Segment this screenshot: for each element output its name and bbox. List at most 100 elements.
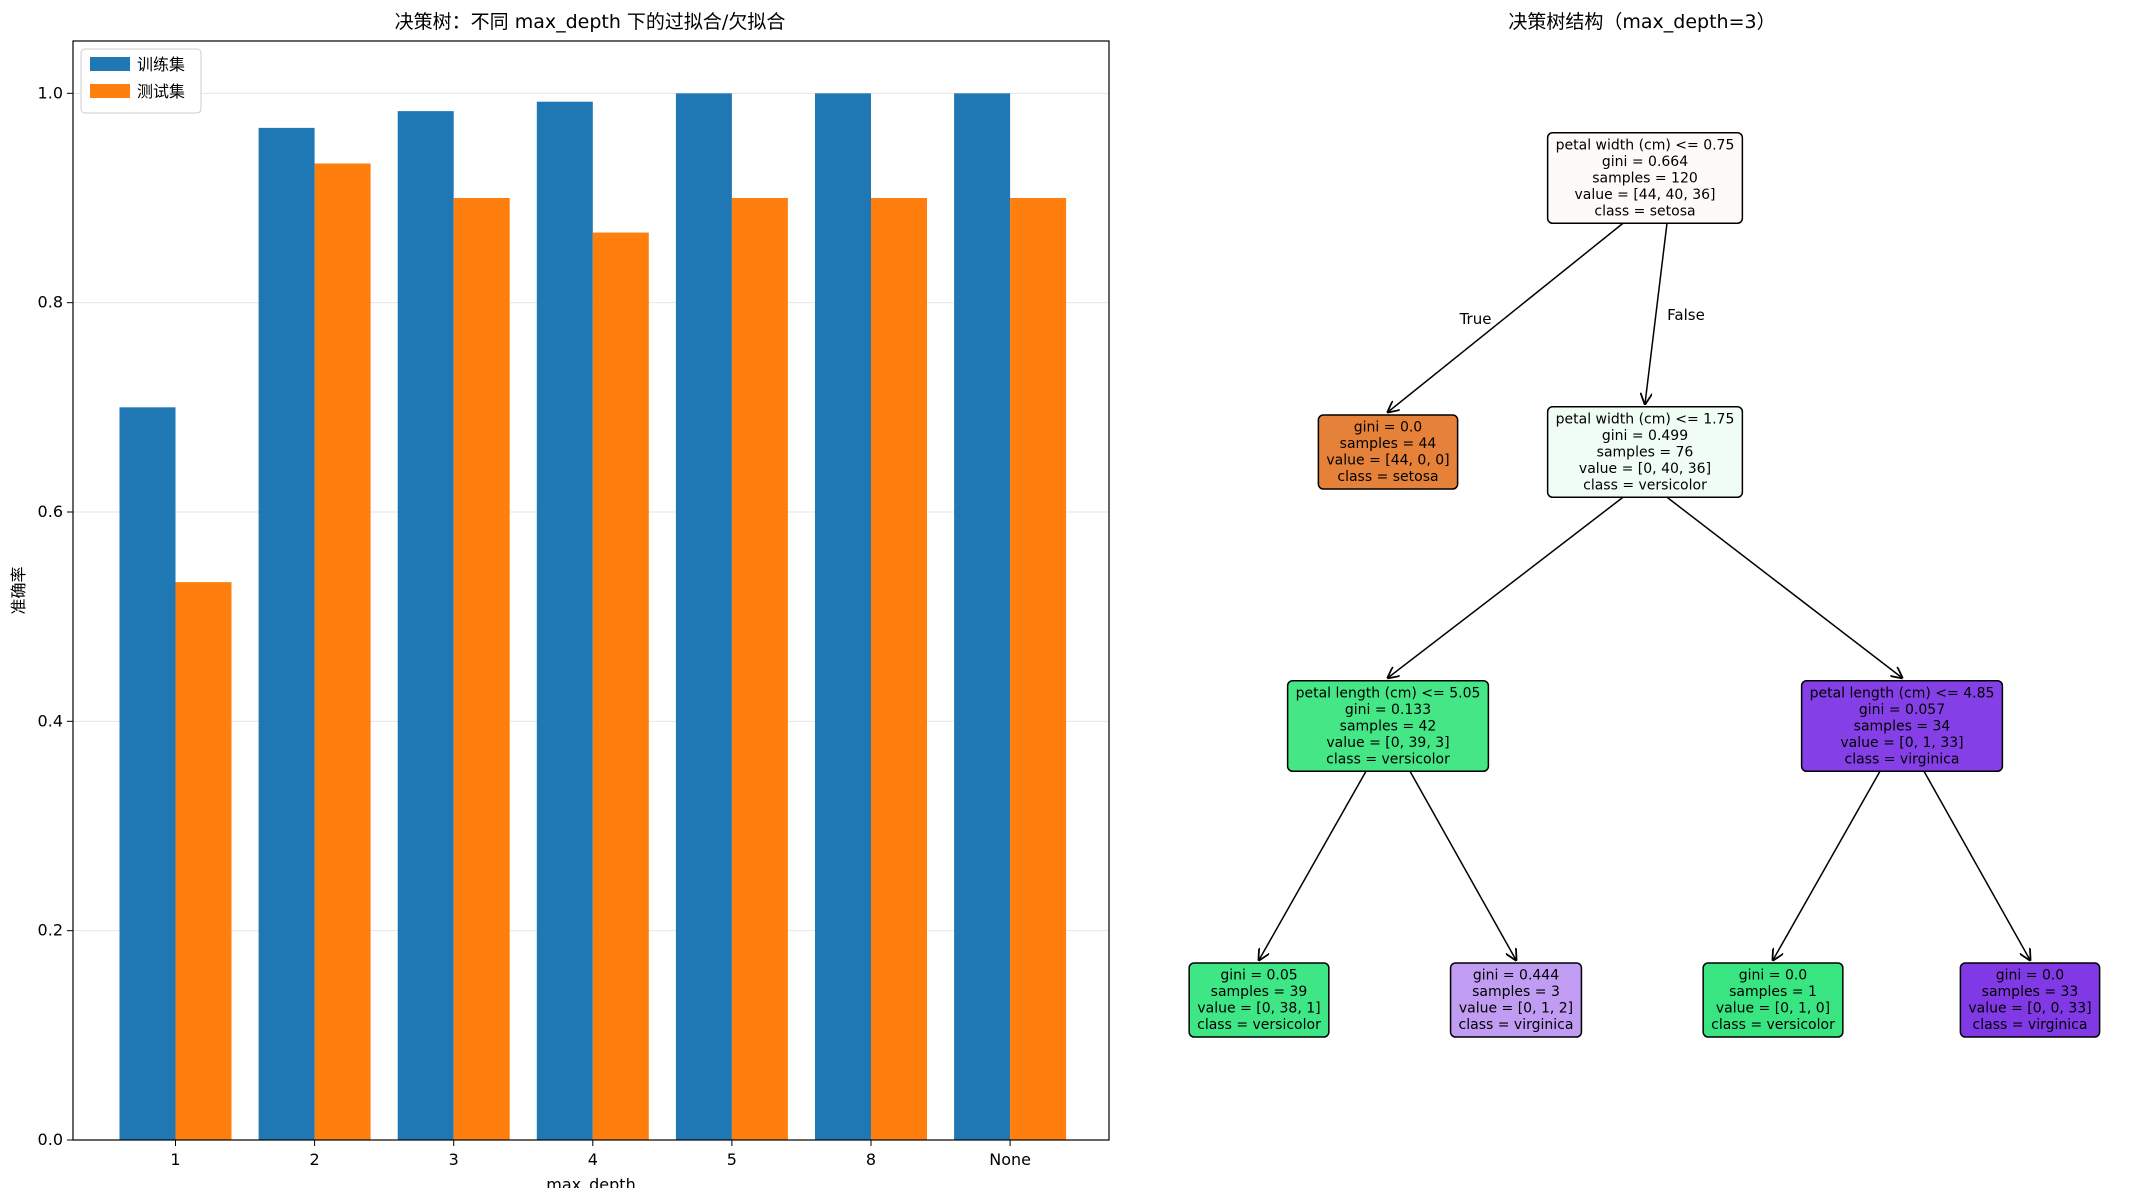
bar-chart-title: 决策树：不同 max_depth 下的过拟合/欠拟合 xyxy=(395,11,786,33)
tree-node-line: class = versicolor xyxy=(1326,751,1450,767)
tree-node-line: petal length (cm) <= 5.05 xyxy=(1296,685,1481,701)
x-tick-label: 4 xyxy=(588,1150,598,1169)
tree-node-line: value = [0, 40, 36] xyxy=(1579,461,1711,477)
y-tick-label: 1.0 xyxy=(38,83,63,102)
tree-node-line: gini = 0.0 xyxy=(1354,420,1422,436)
tree-node-line: class = versicolor xyxy=(1583,477,1707,493)
tree-node-line: value = [0, 1, 0] xyxy=(1716,1001,1830,1017)
edge-label-true: True xyxy=(1459,310,1492,328)
tree-node-line: gini = 0.0 xyxy=(1996,968,2064,984)
tree-edge xyxy=(1773,770,1881,960)
tree-edge xyxy=(1923,770,2030,960)
legend-swatch xyxy=(90,84,130,98)
tree-edge xyxy=(1666,496,1902,678)
tree-edge xyxy=(1645,223,1668,404)
tree-node-line: value = [0, 38, 1] xyxy=(1197,1001,1320,1017)
tree-node-line: samples = 120 xyxy=(1592,170,1698,186)
tree-node-box xyxy=(1546,406,1744,498)
tree-node-box xyxy=(1546,132,1744,224)
tree-node-box xyxy=(1959,962,2101,1038)
accuracy-bar-chart: 决策树：不同 max_depth 下的过拟合/欠拟合 0.0 0.2 0.4 0.6 0… xyxy=(9,11,1110,1188)
y-tick-label: 0.4 xyxy=(38,711,63,730)
tree-node-line: gini = 0.133 xyxy=(1345,702,1431,718)
tree-node-line: value = [44, 0, 0] xyxy=(1326,453,1449,469)
tree-node-line: value = [0, 39, 3] xyxy=(1326,735,1449,751)
y-tick-label: 0.6 xyxy=(38,502,63,521)
tree-node-line: class = versicolor xyxy=(1711,1017,1835,1033)
bar-train-4 xyxy=(536,101,593,1140)
tree-node-box xyxy=(1286,680,1490,772)
legend-label: 测试集 xyxy=(137,82,185,101)
y-tick-label: 0.8 xyxy=(38,293,63,312)
tree-node-line: value = [44, 40, 36] xyxy=(1574,187,1715,203)
x-tick-label: 3 xyxy=(449,1150,459,1169)
tree-node-line: class = setosa xyxy=(1337,469,1438,485)
x-axis-label: max_depth xyxy=(546,1175,635,1188)
tree-node-line: samples = 33 xyxy=(1982,984,2079,1000)
bar-train-5 xyxy=(675,93,732,1140)
tree-chart-title: 决策树结构（max_depth=3） xyxy=(1508,11,1775,33)
bar-test-4 xyxy=(592,232,649,1141)
tree-node-box xyxy=(1188,962,1330,1038)
bar-test-8 xyxy=(871,198,927,1140)
tree-node-line: value = [0, 0, 33] xyxy=(1968,1001,2091,1017)
tree-node-line: petal width (cm) <= 0.75 xyxy=(1556,137,1735,153)
tree-node-line: gini = 0.664 xyxy=(1602,154,1688,170)
legend-label: 训练集 xyxy=(137,55,185,74)
tree-node-line: samples = 42 xyxy=(1340,718,1437,734)
x-tick-label: 1 xyxy=(170,1150,180,1169)
tree-node-line: samples = 1 xyxy=(1729,984,1817,1000)
bar-train-1 xyxy=(119,407,176,1140)
y-axis-label: 准确率 xyxy=(9,566,28,614)
tree-node-line: class = virginica xyxy=(1459,1017,1574,1033)
plot-frame xyxy=(72,40,1110,1141)
tree-node-line: class = setosa xyxy=(1594,203,1695,219)
tree-edge xyxy=(1388,496,1624,678)
y-tick-label: 0.0 xyxy=(38,1130,63,1149)
tree-node-line: class = versicolor xyxy=(1197,1017,1321,1033)
tree-node-line: class = virginica xyxy=(1973,1017,2088,1033)
bar-test-1 xyxy=(175,582,232,1140)
x-tick-label: None xyxy=(989,1150,1031,1169)
tree-node-box xyxy=(1800,680,2004,772)
tree-node-box xyxy=(1317,414,1459,490)
x-tick-label: 2 xyxy=(310,1150,320,1169)
tree-node-line: gini = 0.0 xyxy=(1739,968,1807,984)
tree-node-line: samples = 39 xyxy=(1211,984,1308,1000)
tree-node-line: samples = 3 xyxy=(1472,984,1560,1000)
bar-test-3 xyxy=(453,198,510,1140)
tree-node-box xyxy=(1702,962,1844,1038)
edge-label-false: False xyxy=(1667,306,1705,324)
bar-test-2 xyxy=(314,163,371,1140)
tree-node-line: gini = 0.05 xyxy=(1220,968,1297,984)
tree-node-line: petal width (cm) <= 1.75 xyxy=(1556,411,1735,427)
tree-node-line: value = [0, 1, 33] xyxy=(1840,735,1963,751)
tree-node-line: gini = 0.499 xyxy=(1602,428,1688,444)
tree-edge xyxy=(1388,222,1624,412)
tree-edge xyxy=(1259,770,1367,960)
bar-train-2 xyxy=(258,127,315,1140)
bar-test-5 xyxy=(731,198,788,1140)
x-tick-label: 5 xyxy=(727,1150,737,1169)
bar-train-3 xyxy=(397,111,454,1140)
legend-swatch xyxy=(90,57,130,71)
bar-test-None xyxy=(1010,198,1067,1140)
tree-node-line: gini = 0.057 xyxy=(1859,702,1945,718)
tree-node-line: samples = 34 xyxy=(1854,718,1951,734)
decision-tree-diagram: 决策树结构（max_depth=3） True False petal width… xyxy=(1188,11,2101,1038)
tree-node-line: class = virginica xyxy=(1845,751,1960,767)
tree-node-line: samples = 44 xyxy=(1340,436,1437,452)
bar-train-None xyxy=(954,93,1011,1140)
y-tick-label: 0.2 xyxy=(38,921,63,940)
tree-edge xyxy=(1409,770,1516,960)
